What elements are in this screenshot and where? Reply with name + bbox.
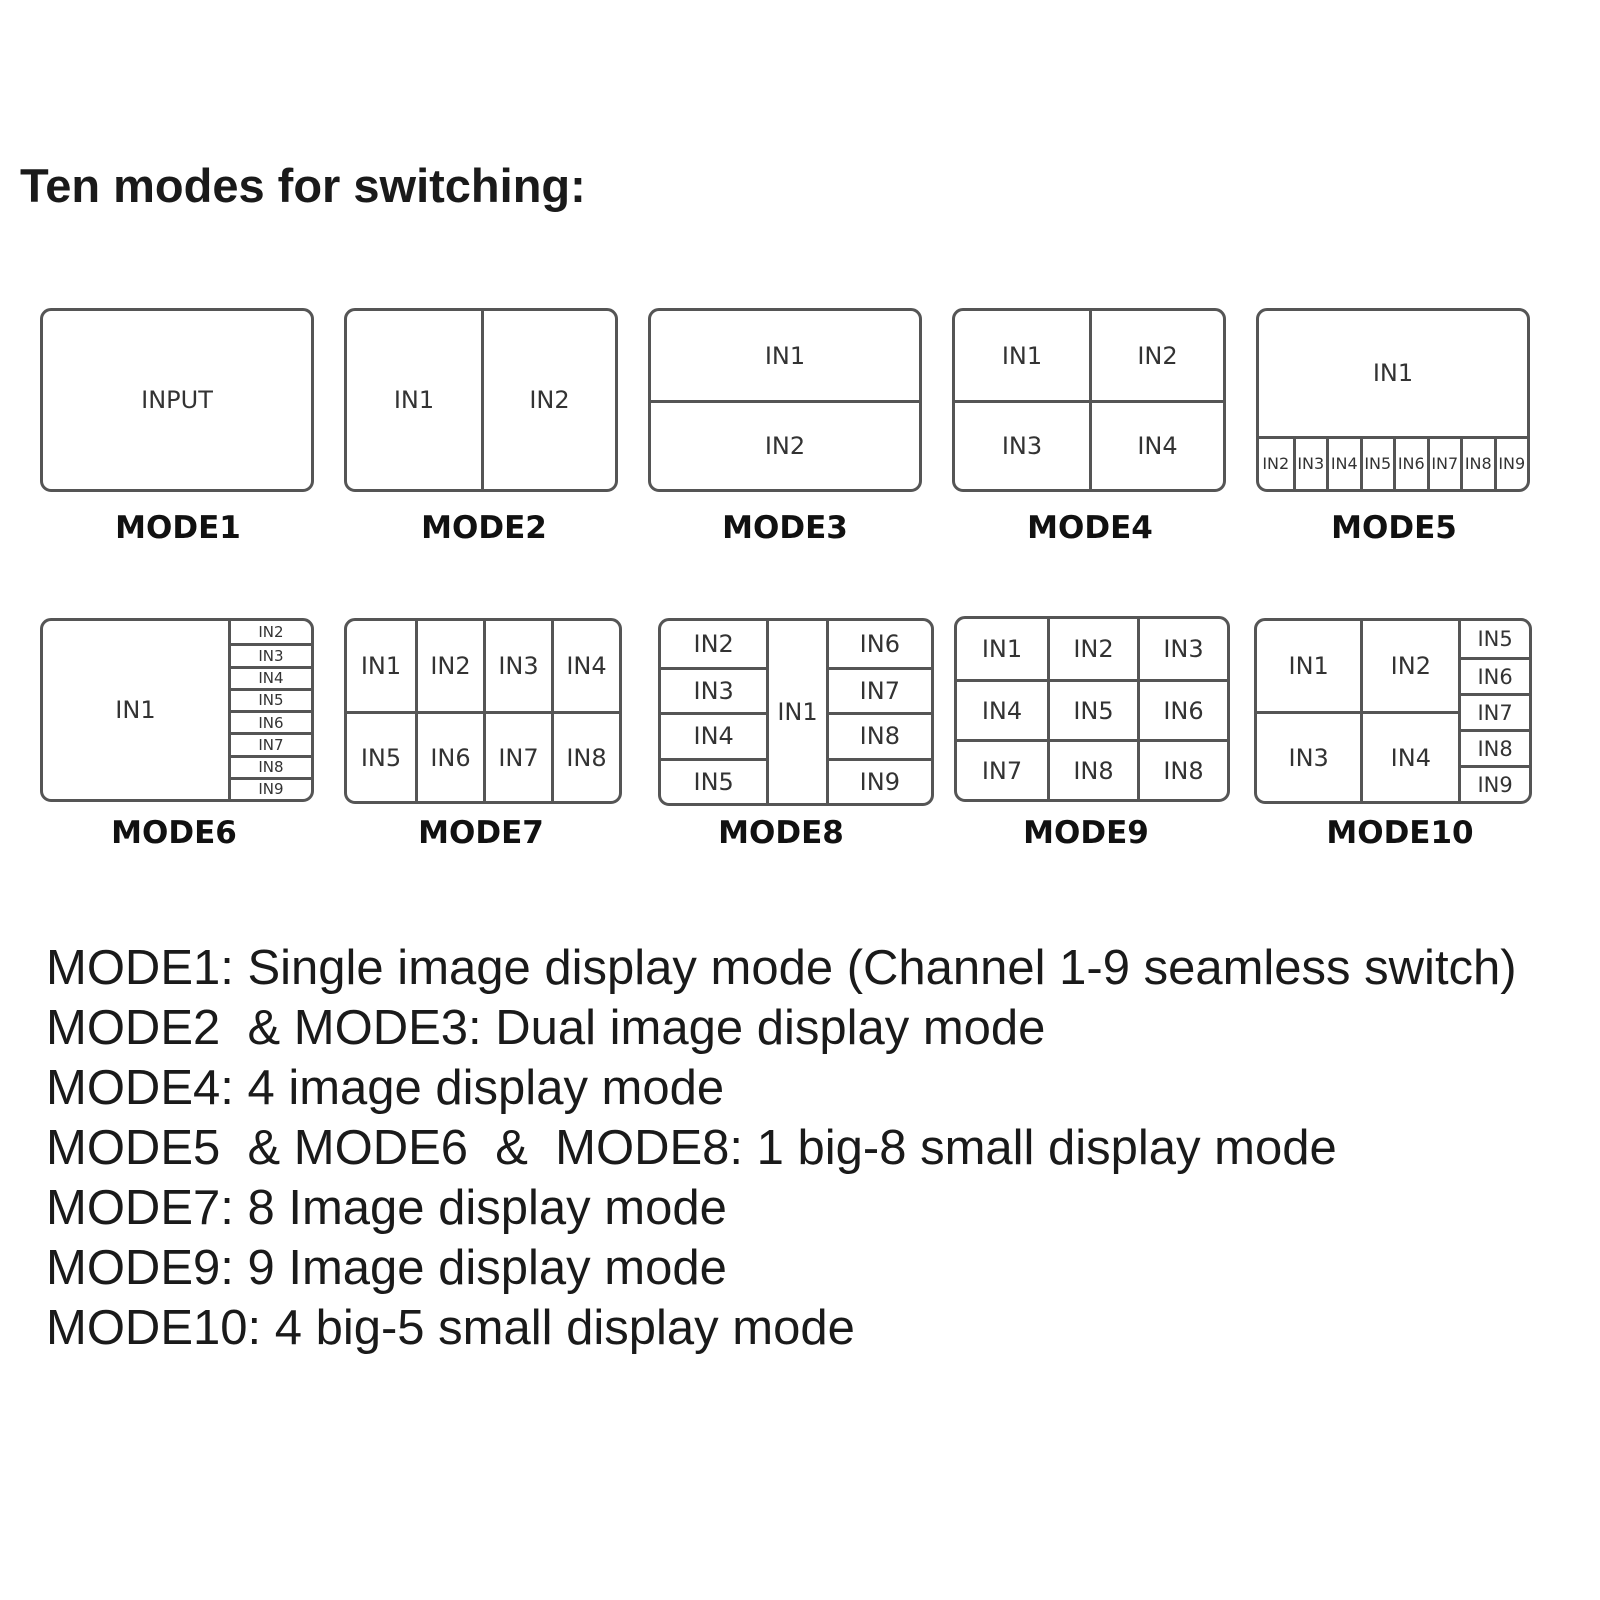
mode7-cell: IN4 <box>551 621 619 711</box>
mode7-cell: IN8 <box>551 711 619 801</box>
mode8-cell: IN6 <box>825 621 931 667</box>
mode6-cell: IN9 <box>227 776 311 799</box>
description-mode2-mode3: MODE2 & MODE3: Dual image display mode <box>46 1001 1046 1055</box>
description-mode1: MODE1: Single image display mode (Channe… <box>46 941 1517 995</box>
mode7-cell: IN7 <box>483 711 551 801</box>
description-mode10: MODE10: 4 big-5 small display mode <box>46 1301 855 1355</box>
mode9-cell: IN1 <box>981 635 1023 663</box>
mode6-cell: IN5 <box>227 687 311 710</box>
page-title: Ten modes for switching: <box>20 159 586 212</box>
mode5-cell: IN1 <box>1372 359 1414 388</box>
mode6-cell: IN2 <box>227 621 311 644</box>
mode1-label: MODE1 <box>115 510 241 546</box>
mode10-label: MODE10 <box>1326 815 1474 851</box>
mode9-cell: IN2 <box>1047 619 1137 679</box>
mode10-cell: IN6 <box>1458 657 1529 693</box>
mode10-cell: IN5 <box>1458 621 1529 657</box>
mode4-cell: IN1 <box>1001 341 1043 370</box>
mode8-cell: IN8 <box>825 712 931 758</box>
mode5-label: MODE5 <box>1331 510 1457 546</box>
mode10-cell: IN2 <box>1360 621 1458 711</box>
mode2-cell: IN1 <box>393 386 435 414</box>
mode5-cell: IN9 <box>1493 435 1527 489</box>
mode5-cell: IN2 <box>1259 435 1293 489</box>
mode3-cell: IN2 <box>651 400 919 489</box>
mode8-cell: IN2 <box>693 629 734 658</box>
mode6-cell: IN3 <box>227 643 311 666</box>
mode8-cell: IN1 <box>766 621 825 803</box>
mode7-cell: IN1 <box>360 652 402 680</box>
mode5-cell: IN8 <box>1460 435 1494 489</box>
mode8-cell: IN5 <box>661 757 767 804</box>
mode8-cell: IN3 <box>661 666 767 713</box>
mode10-cell: IN7 <box>1458 693 1529 729</box>
mode5-cell: IN3 <box>1292 435 1326 489</box>
mode9-cell: IN6 <box>1137 679 1227 739</box>
mode9-cell: IN8 <box>1047 739 1137 799</box>
mode5-cell: IN5 <box>1359 435 1393 489</box>
mode2-diagram: IN1 IN2 <box>344 308 618 492</box>
mode10-cell: IN1 <box>1288 652 1329 680</box>
mode10-cell: IN9 <box>1458 765 1529 801</box>
mode8-label: MODE8 <box>718 815 844 851</box>
mode6-label: MODE6 <box>111 815 237 851</box>
mode2-label: MODE2 <box>421 510 547 546</box>
mode10-cell: IN3 <box>1257 711 1361 801</box>
mode-descriptions: MODE1: Single image display mode (Channe… <box>46 938 1517 1358</box>
mode6-cell: IN1 <box>115 696 156 724</box>
mode1-diagram: INPUT <box>40 308 314 492</box>
mode6-cell: IN7 <box>227 732 311 755</box>
mode5-cell: IN7 <box>1426 435 1460 489</box>
mode7-cell: IN2 <box>415 621 483 711</box>
mode6-cell: IN6 <box>227 710 311 733</box>
description-mode5-mode6-mode8: MODE5 & MODE6 & MODE8: 1 big-8 small dis… <box>46 1121 1337 1175</box>
mode9-cell: IN5 <box>1047 679 1137 739</box>
mode10-cell: IN4 <box>1360 711 1459 801</box>
mode5-cell: IN4 <box>1326 435 1360 489</box>
mode6-cell: IN8 <box>227 754 311 777</box>
mode7-label: MODE7 <box>418 815 544 851</box>
mode4-label: MODE4 <box>1027 510 1153 546</box>
mode7-cell: IN3 <box>483 621 551 711</box>
mode9-label: MODE9 <box>1023 815 1149 851</box>
mode2-cell: IN2 <box>481 311 615 489</box>
mode7-cell: IN6 <box>415 711 483 801</box>
mode3-cell: IN1 <box>764 341 806 370</box>
mode9-cell: IN8 <box>1137 739 1227 799</box>
description-mode7: MODE7: 8 Image display mode <box>46 1181 727 1235</box>
mode8-cell: IN4 <box>661 712 767 758</box>
mode9-cell: IN4 <box>957 679 1047 739</box>
mode4-cell: IN4 <box>1089 400 1223 489</box>
mode4-cell: IN3 <box>955 400 1089 489</box>
mode9-cell: IN7 <box>957 739 1047 799</box>
mode7-cell: IN5 <box>347 711 415 801</box>
description-mode9: MODE9: 9 Image display mode <box>46 1241 727 1295</box>
mode1-cell: INPUT <box>141 386 213 414</box>
mode6-cell: IN4 <box>227 665 311 688</box>
mode9-cell: IN3 <box>1137 619 1227 679</box>
description-mode4: MODE4: 4 image display mode <box>46 1061 725 1115</box>
mode4-cell: IN2 <box>1089 311 1223 400</box>
mode8-cell: IN7 <box>825 666 931 712</box>
mode8-cell: IN9 <box>825 757 931 803</box>
mode10-cell: IN8 <box>1458 729 1529 765</box>
mode3-label: MODE3 <box>722 510 848 546</box>
mode5-cell: IN6 <box>1393 435 1427 489</box>
